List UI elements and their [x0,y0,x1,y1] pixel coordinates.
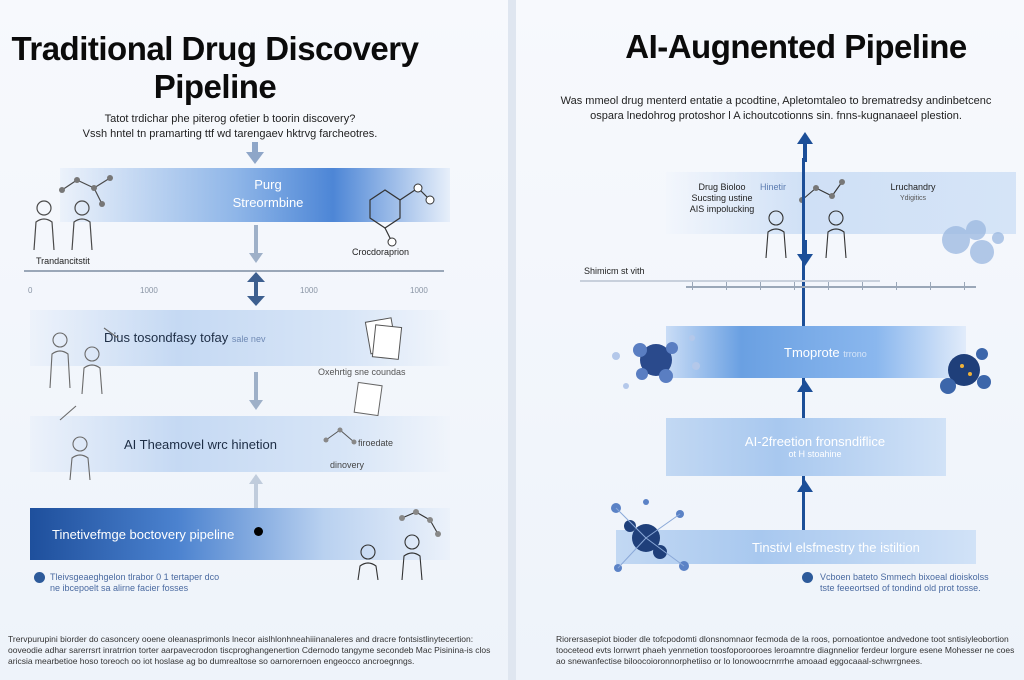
scientist-figure-illustration [59,405,91,480]
axis-tick [794,282,795,290]
stage-1-label: Purg Streormbine [232,177,304,210]
axis-tick [964,282,965,290]
stage-band-3 [30,416,450,472]
stage-2-label: AI-2freetion fronsndiflice ot H stoahine [744,434,886,459]
axis-tick [862,282,863,290]
left-subtitle: Tatot trdichar phe piterog ofetier b too… [82,113,378,140]
tick-label: 1000 [140,286,158,295]
document-icon [353,381,383,417]
stage-3-label: Tinstivl elsfmestry the istiltion [752,540,920,555]
stage-band-4 [30,508,450,560]
axis-upper [580,280,880,282]
legend-text: Tleivsgeaeghgelon tlrabor 0 1 tertaper d… [50,572,220,593]
molecule-structure-icon [323,427,357,445]
stage-band-1 [666,326,966,378]
protein-cluster-icon [940,348,991,394]
document-stack-icon [364,317,403,360]
top-right-labels: Lruchandry Ydigitics [890,182,936,202]
right-stage-label: Crocdoraprion [352,247,410,257]
stage-3-label: AI Theamovel wrc hinetion [124,437,277,452]
scientist-figure-illustration [49,327,119,395]
left-footer-text: Trervpurupini biorder do casoncery ooene… [8,634,491,666]
legend-text: Vcboen bateto Smmech bixoeal dioiskolss … [820,572,989,593]
timeline-axis [686,286,976,288]
scientist-molecule-illustration [765,179,847,259]
axis-tick [930,282,931,290]
stage-1-label: Tmoprote trrono [784,345,867,360]
legend-icon [802,572,813,583]
up-arrow-icon [249,474,263,512]
tick-label: 0 [28,286,33,295]
axis-tick [726,282,727,290]
right-title: AI-Augnented Pipeline [625,28,967,65]
stage-2-note: Oxehrtig sne coundas [318,367,406,377]
stage-band-1 [60,168,450,222]
timeline-axis [24,270,444,272]
stage-4-label: Tinetivefmge boctovery pipeline [52,527,235,542]
stage-band-2 [666,418,946,476]
top-mid-label: Hinetir [760,182,787,192]
down-arrow-icon [249,372,263,410]
axis-tick [896,282,897,290]
molecule-structure-icon [369,183,435,247]
marker-dot [254,527,263,536]
left-title: Traditional Drug Discovery Pipeline [11,30,419,105]
tick-label: 1000 [410,286,428,295]
up-arrow-icon [797,132,813,162]
protein-cluster-icon [612,335,700,389]
scientist-molecule-illustration [33,175,113,251]
top-left-labels: Drug Bioloo Sucsting ustine AIS impoluck… [689,182,755,214]
panel-divider [508,0,516,680]
double-arrow-icon [247,272,265,306]
stage-3-note-b: dinovery [330,460,365,470]
ai-pipeline-panel: AI-Augnented Pipeline Was mmeol drug men… [516,0,1024,680]
right-subtitle: Was mmeol drug menterd entatie a pcodtin… [560,95,992,122]
molecule-burst-icon [611,499,689,572]
axis-tick [828,282,829,290]
down-arrow-icon [249,225,263,263]
molecule-cluster-icon [942,220,1004,264]
up-arrow-icon [797,380,813,392]
left-stage-label: Trandancitstit [36,256,90,266]
down-arrow-icon [246,142,264,164]
right-footer-text: Riorersasepiot bioder dle tofcpodomti dl… [556,634,1015,666]
axis-tick [692,282,693,290]
down-arrow-icon [797,240,813,266]
stage-band-3 [616,530,976,564]
up-arrow-icon [797,480,813,492]
tick-label: 1000 [300,286,318,295]
axis-tick [760,282,761,290]
stage-3-note-a: firoedate [358,438,394,448]
stage-2-label: Dius tosondfasy tofay sale nev [104,330,266,345]
traditional-pipeline-panel: Traditional Drug Discovery Pipeline Tato… [0,0,508,680]
legend-icon [34,572,45,583]
scientist-molecule-illustration [357,509,441,580]
axis-label: Shimicm st vith [584,266,645,276]
